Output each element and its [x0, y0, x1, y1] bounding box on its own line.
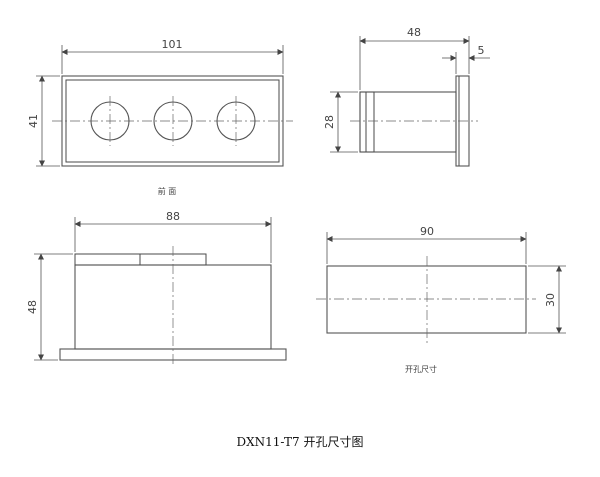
drawing-caption: DXN11-T7 开孔尺寸图	[236, 435, 363, 449]
lamp-left	[90, 96, 130, 146]
top-height-label: 48	[26, 300, 39, 314]
cutout-view-label: 开孔尺寸	[405, 364, 437, 374]
front-view-label: 前 面	[158, 186, 177, 196]
front-height-label: 41	[27, 114, 40, 128]
top-width-label: 88	[166, 210, 180, 223]
cutout-view: 90 30 开孔尺寸	[316, 225, 566, 374]
top-raised-left	[74, 253, 141, 266]
side-terminal	[359, 91, 375, 153]
side-height-label: 28	[323, 115, 336, 129]
side-flange	[455, 75, 470, 167]
cutout-rectangle	[326, 265, 527, 334]
lamp-center	[153, 96, 193, 146]
side-view: 48 5 28	[323, 26, 490, 167]
cutout-height-label: 30	[544, 293, 557, 307]
side-flange-label: 5	[478, 44, 485, 57]
cutout-width-label: 90	[420, 225, 434, 238]
lamp-right	[216, 96, 256, 146]
top-view: 88 48	[26, 210, 287, 366]
front-view: 101 41 前 面	[27, 38, 293, 196]
front-width-label: 101	[162, 38, 183, 51]
side-depth-label: 48	[407, 26, 421, 39]
